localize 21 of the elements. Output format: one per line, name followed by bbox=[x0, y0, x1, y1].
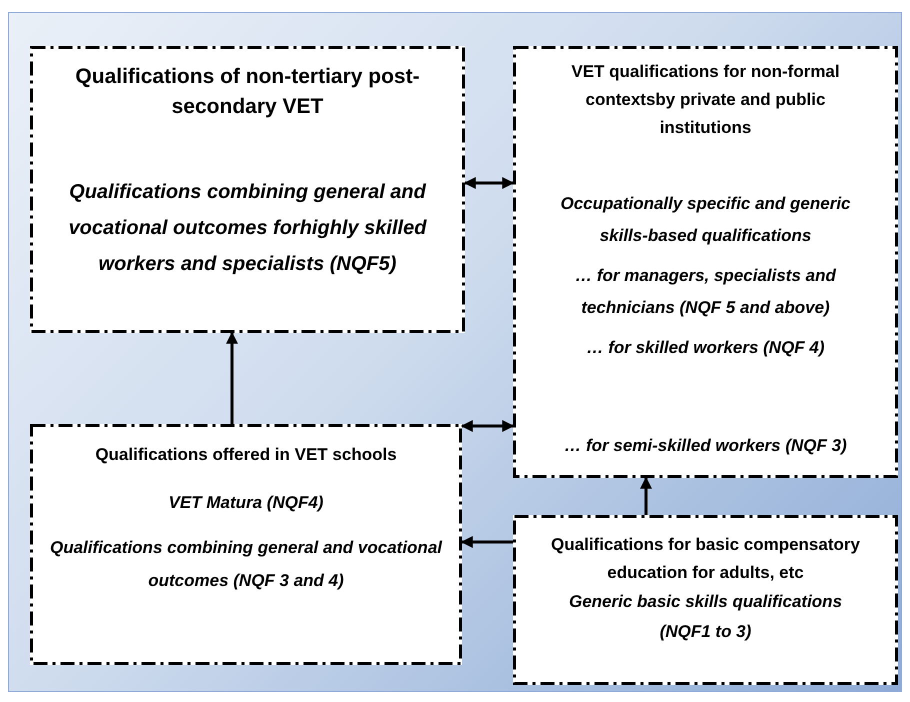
qualification-box bbox=[513, 46, 898, 478]
qualification-box bbox=[513, 515, 898, 685]
qualification-text: Qualifications combining general and vocational outcomes (NQF 3 and 4) bbox=[48, 537, 444, 592]
arrow bbox=[226, 332, 238, 424]
box-heading: VET qualifications for non-formal contextsby private and public institutions bbox=[570, 61, 841, 139]
qualification-text: … for semi-skilled workers (NQF 3) bbox=[563, 435, 848, 457]
box-heading: Qualifications of non-tertiary post-secondary VET bbox=[74, 64, 421, 120]
qualification-text: … for managers, specialists and technicians (NQF 5 and above) bbox=[574, 265, 838, 319]
qualification-text: VET Matura (NQF4) bbox=[168, 492, 324, 514]
qualification-text: Qualifications combining general and vocational outcomes forhighly skilled workers and specialists (NQF5) bbox=[68, 180, 428, 277]
qualification-box bbox=[30, 46, 465, 333]
arrow bbox=[460, 420, 514, 432]
qualification-text: Generic basic skills qualifications (NQF1 to 3) bbox=[568, 591, 844, 643]
qualification-box bbox=[30, 424, 462, 665]
qualification-text: … for skilled workers (NQF 4) bbox=[585, 337, 826, 359]
arrow bbox=[640, 476, 652, 515]
box-heading: Qualifications for basic compensatory education for adults, etc bbox=[550, 534, 861, 584]
qualification-text: Occupationally specific and generic skills-based qualifications bbox=[559, 193, 852, 247]
arrow bbox=[460, 536, 513, 548]
box-heading: Qualifications offered in VET schools bbox=[94, 444, 398, 466]
arrow bbox=[464, 177, 514, 189]
